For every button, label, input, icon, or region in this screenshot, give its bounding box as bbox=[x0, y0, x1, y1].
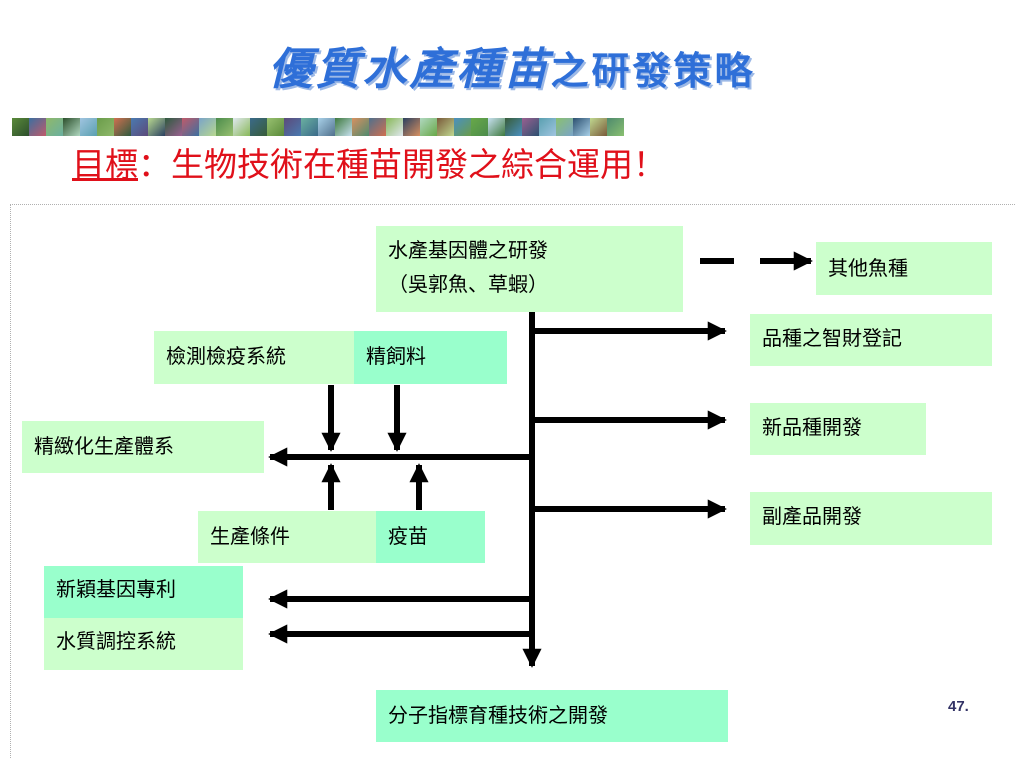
quarantine-box: 檢測檢疫系統 bbox=[154, 331, 354, 384]
new-variety-box: 新品種開發 bbox=[750, 403, 926, 455]
photo-tile bbox=[267, 118, 284, 136]
water-quality-box: 水質調控系統 bbox=[44, 618, 243, 670]
photo-tile bbox=[454, 118, 471, 136]
photo-tile bbox=[607, 118, 624, 136]
photo-tile bbox=[488, 118, 505, 136]
photo-tile bbox=[199, 118, 216, 136]
goal-label: 目標 bbox=[72, 145, 138, 184]
photo-tile bbox=[556, 118, 573, 136]
photo-tile bbox=[352, 118, 369, 136]
photo-tile bbox=[284, 118, 301, 136]
photo-tile bbox=[471, 118, 488, 136]
photo-tile bbox=[505, 118, 522, 136]
ip-registration-box: 品種之智財登記 bbox=[750, 314, 992, 366]
title-main: 優質水產種苗 bbox=[268, 44, 551, 95]
photo-tile bbox=[46, 118, 63, 136]
byproduct-box: 副產品開發 bbox=[750, 492, 992, 545]
photo-tile bbox=[318, 118, 335, 136]
marker-breeding-box: 分子指標育種技術之開發 bbox=[376, 690, 728, 742]
genome-research-line2: （吳郭魚、草蝦） bbox=[388, 272, 548, 296]
photo-strip-image bbox=[12, 118, 624, 136]
photo-tile bbox=[403, 118, 420, 136]
photo-tile bbox=[437, 118, 454, 136]
other-fish-box: 其他魚種 bbox=[816, 242, 992, 295]
photo-tile bbox=[63, 118, 80, 136]
genome-research-line1: 水產基因體之研發 bbox=[388, 238, 548, 262]
feed-box: 精飼料 bbox=[354, 331, 507, 384]
photo-tile bbox=[590, 118, 607, 136]
photo-tile bbox=[539, 118, 556, 136]
photo-tile bbox=[386, 118, 403, 136]
goal-line: 目標：生物技術在種苗開發之綜合運用！ bbox=[72, 140, 666, 190]
photo-tile bbox=[301, 118, 318, 136]
genome-research-box: 水產基因體之研發 （吳郭魚、草蝦） bbox=[376, 226, 683, 312]
diagram-frame bbox=[10, 204, 1015, 758]
photo-tile bbox=[131, 118, 148, 136]
photo-tile bbox=[216, 118, 233, 136]
title-sub: 之研發策略 bbox=[550, 48, 756, 93]
photo-tile bbox=[573, 118, 590, 136]
production-conditions-box: 生產條件 bbox=[198, 511, 376, 563]
photo-tile bbox=[29, 118, 46, 136]
photo-tile bbox=[80, 118, 97, 136]
photo-tile bbox=[12, 118, 29, 136]
slide-title: 優質水產種苗之研發策略 bbox=[0, 38, 1024, 102]
goal-text: 生物技術在種苗開發之綜合運用！ bbox=[171, 145, 666, 184]
photo-tile bbox=[233, 118, 250, 136]
photo-tile bbox=[369, 118, 386, 136]
photo-tile bbox=[250, 118, 267, 136]
photo-tile bbox=[114, 118, 131, 136]
vaccine-box: 疫苗 bbox=[376, 511, 485, 563]
photo-tile bbox=[97, 118, 114, 136]
photo-tile bbox=[420, 118, 437, 136]
production-system-box: 精緻化生產體系 bbox=[22, 421, 264, 473]
photo-tile bbox=[165, 118, 182, 136]
photo-tile bbox=[335, 118, 352, 136]
page-number: 47. bbox=[948, 698, 969, 715]
photo-tile bbox=[522, 118, 539, 136]
photo-tile bbox=[148, 118, 165, 136]
gene-patent-box: 新穎基因專利 bbox=[44, 566, 243, 618]
goal-separator: ： bbox=[138, 145, 171, 184]
photo-tile bbox=[182, 118, 199, 136]
